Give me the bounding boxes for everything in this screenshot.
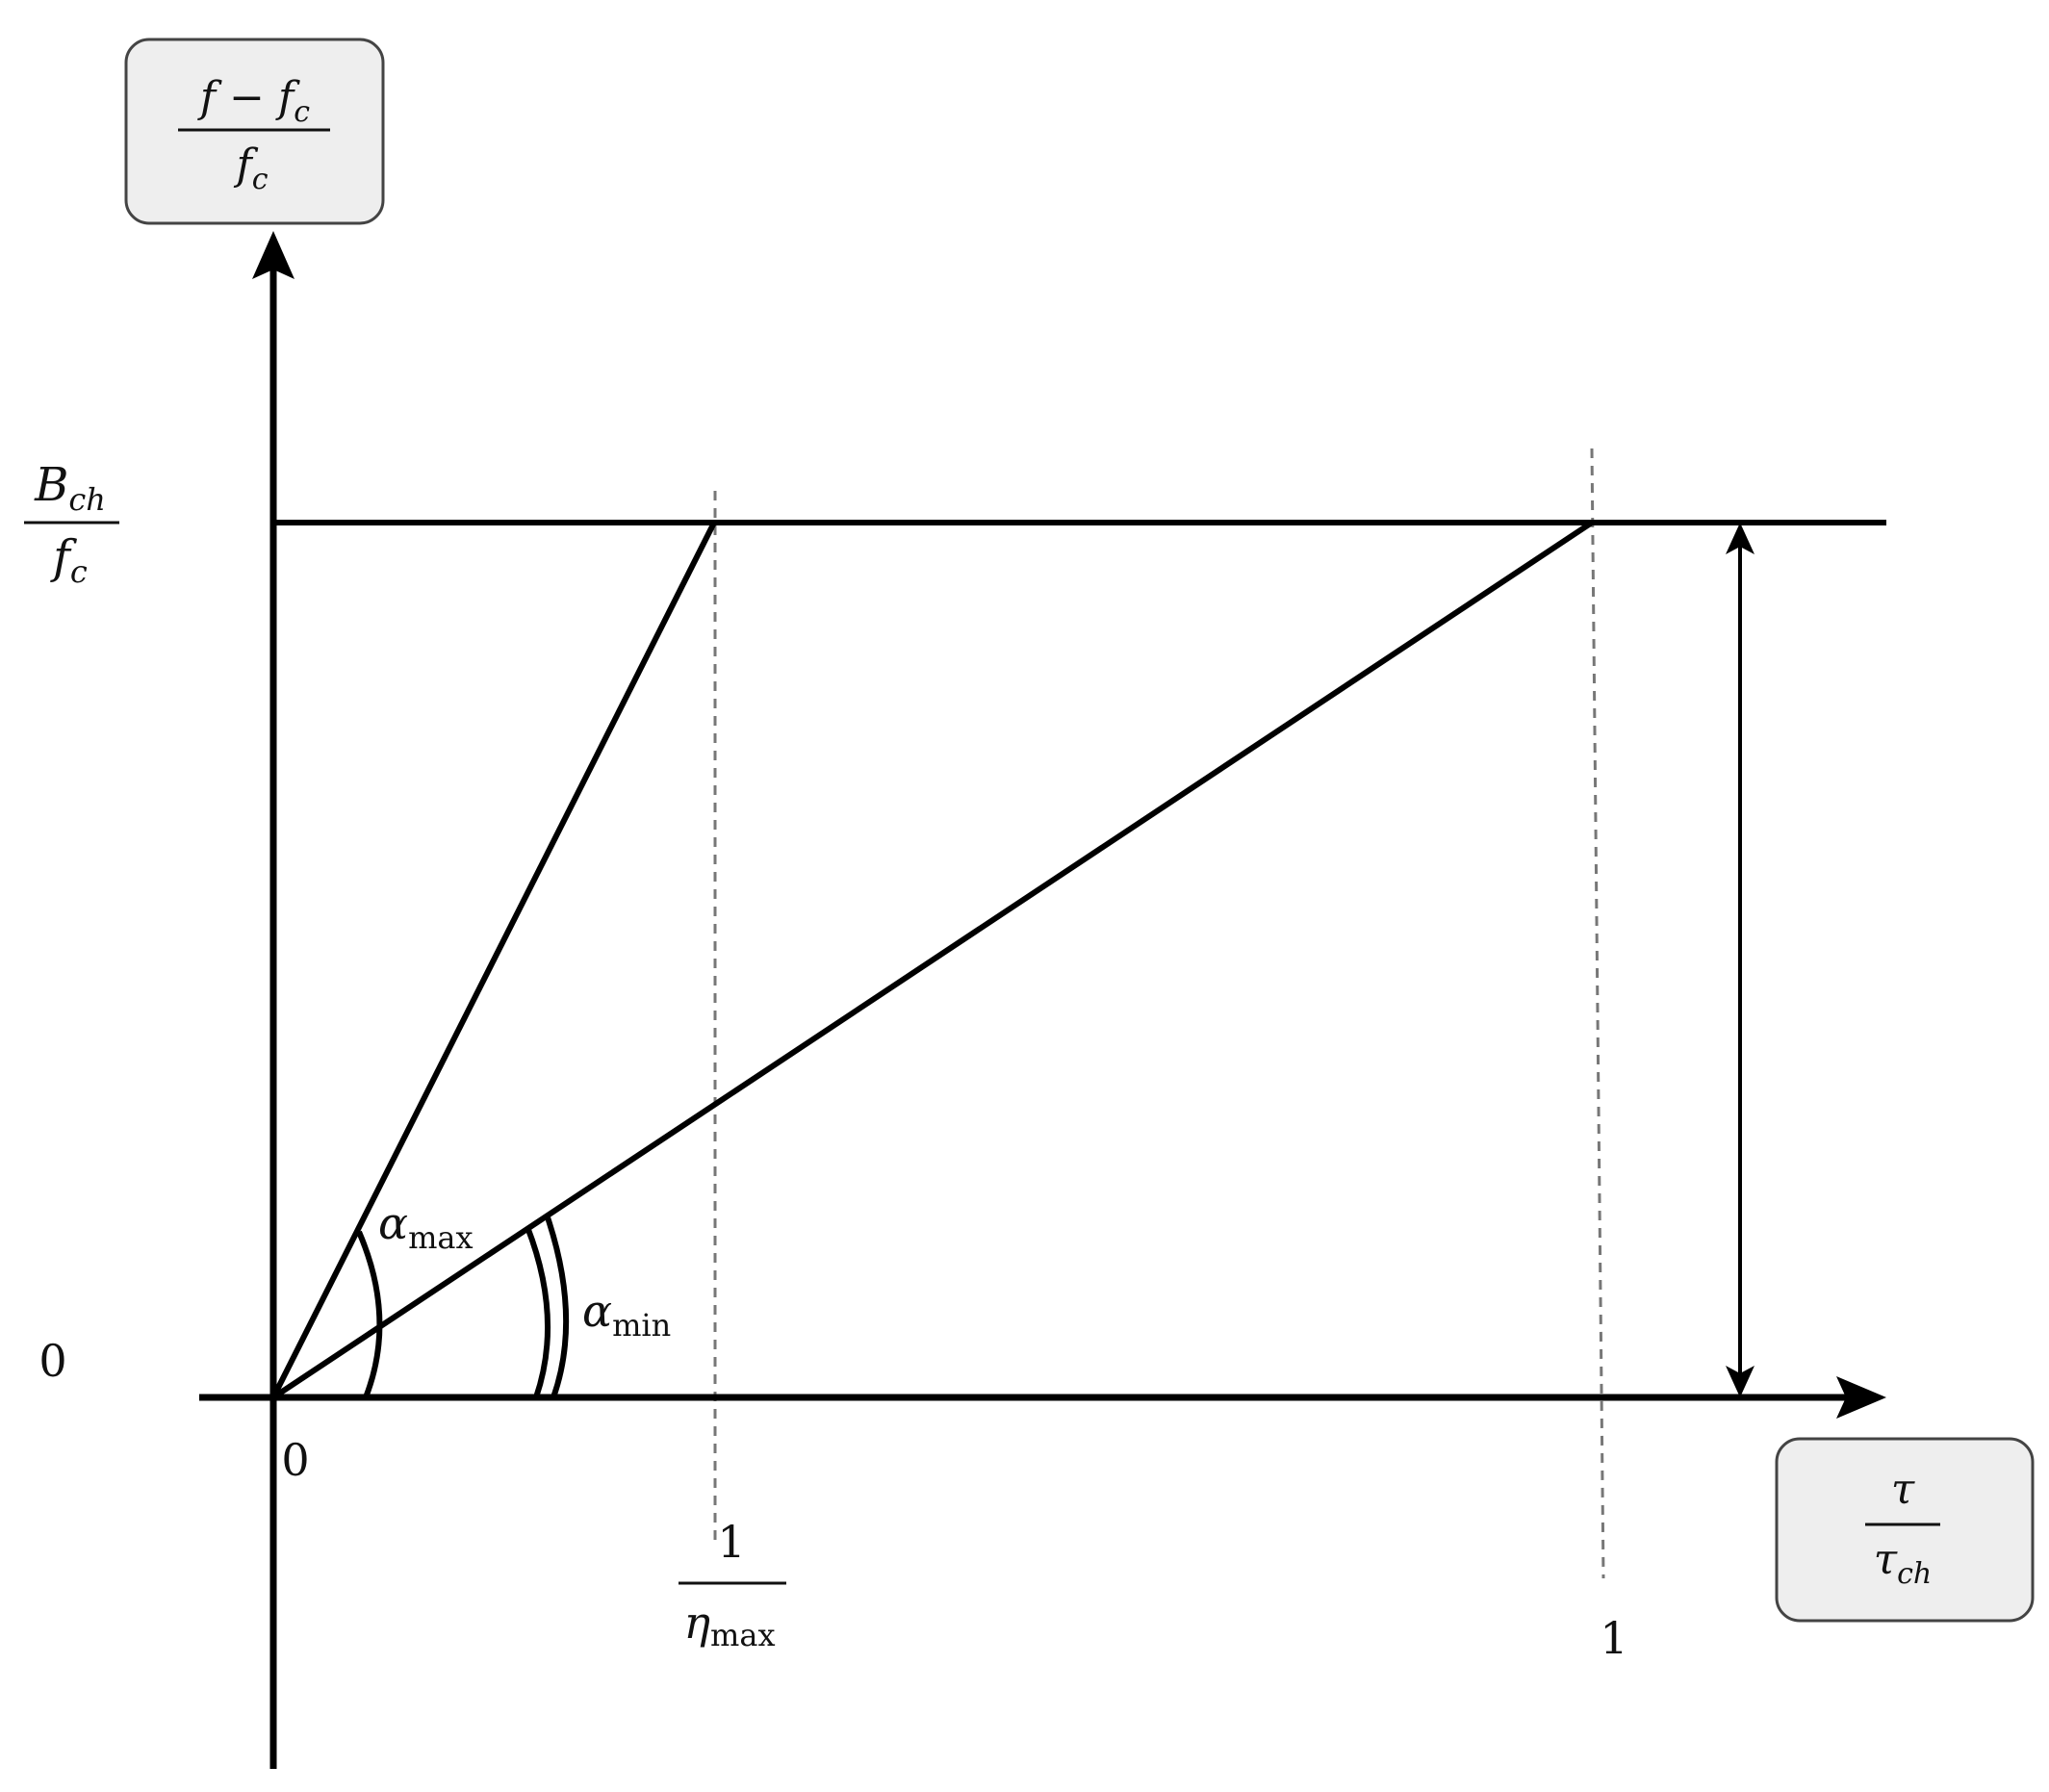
y-origin-label: 0 <box>38 1335 66 1387</box>
eta-max-denominator-main: η <box>683 1597 710 1649</box>
bandwidth-level-label: Bch fc <box>24 458 119 590</box>
y-axis-label-numerator: f − fc <box>197 73 310 129</box>
x-axis-denominator-main: τ <box>1874 1535 1898 1584</box>
eta-max-denominator-sub: max <box>710 1617 775 1653</box>
bandwidth-denominator-sub: c <box>70 553 88 590</box>
eta-max-tick-numerator: 1 <box>717 1516 745 1568</box>
one-tick-label: 1 <box>1600 1612 1627 1664</box>
bandwidth-numerator-sub: ch <box>68 481 106 518</box>
eta-max-tick-denominator: ηmax <box>683 1597 775 1653</box>
y-axis-arrowhead-icon <box>252 231 295 279</box>
tau-ch-guide-line <box>1590 448 1605 1579</box>
x-axis-label-background <box>1775 1437 2035 1623</box>
x-axis-label-numerator: τ <box>1891 1465 1915 1514</box>
y-axis-numerator-sub: c <box>294 95 310 129</box>
y-axis-numerator-main: f − f <box>197 73 300 122</box>
shallow-chirp-line <box>271 520 1594 1400</box>
bandwidth-label-numerator: Bch <box>34 458 106 518</box>
y-axis-label-box: f − fc fc <box>124 38 385 225</box>
bandwidth-label-denominator: fc <box>50 530 88 590</box>
y-axis-denominator-sub: c <box>252 163 269 196</box>
bandwidth-numerator-main: B <box>34 458 68 512</box>
alpha-max-main: α <box>378 1197 408 1249</box>
x-origin-label: 0 <box>281 1434 309 1486</box>
x-axis-arrowhead-icon <box>1836 1376 1886 1419</box>
alpha-min-arc-inner <box>545 1216 570 1398</box>
eta-max-tick-label: 1 ηmax <box>679 1516 786 1653</box>
x-axis-denominator-sub: ch <box>1897 1557 1932 1591</box>
alpha-min-main: α <box>582 1285 612 1337</box>
span-arrow-top-icon <box>1726 523 1754 554</box>
x-axis-label-denominator: τch <box>1874 1535 1932 1591</box>
alpha-min-sub: min <box>612 1307 671 1344</box>
alpha-min-arc-outer <box>525 1225 551 1398</box>
span-arrow-bottom-icon <box>1726 1366 1754 1397</box>
alpha-min-label: αmin <box>582 1285 671 1344</box>
alpha-max-arc <box>356 1230 383 1399</box>
x-axis-label-box: τ τch <box>1775 1437 2035 1623</box>
alpha-max-sub: max <box>408 1219 473 1256</box>
steep-chirp-line <box>270 521 717 1399</box>
alpha-max-label: αmax <box>378 1197 474 1256</box>
